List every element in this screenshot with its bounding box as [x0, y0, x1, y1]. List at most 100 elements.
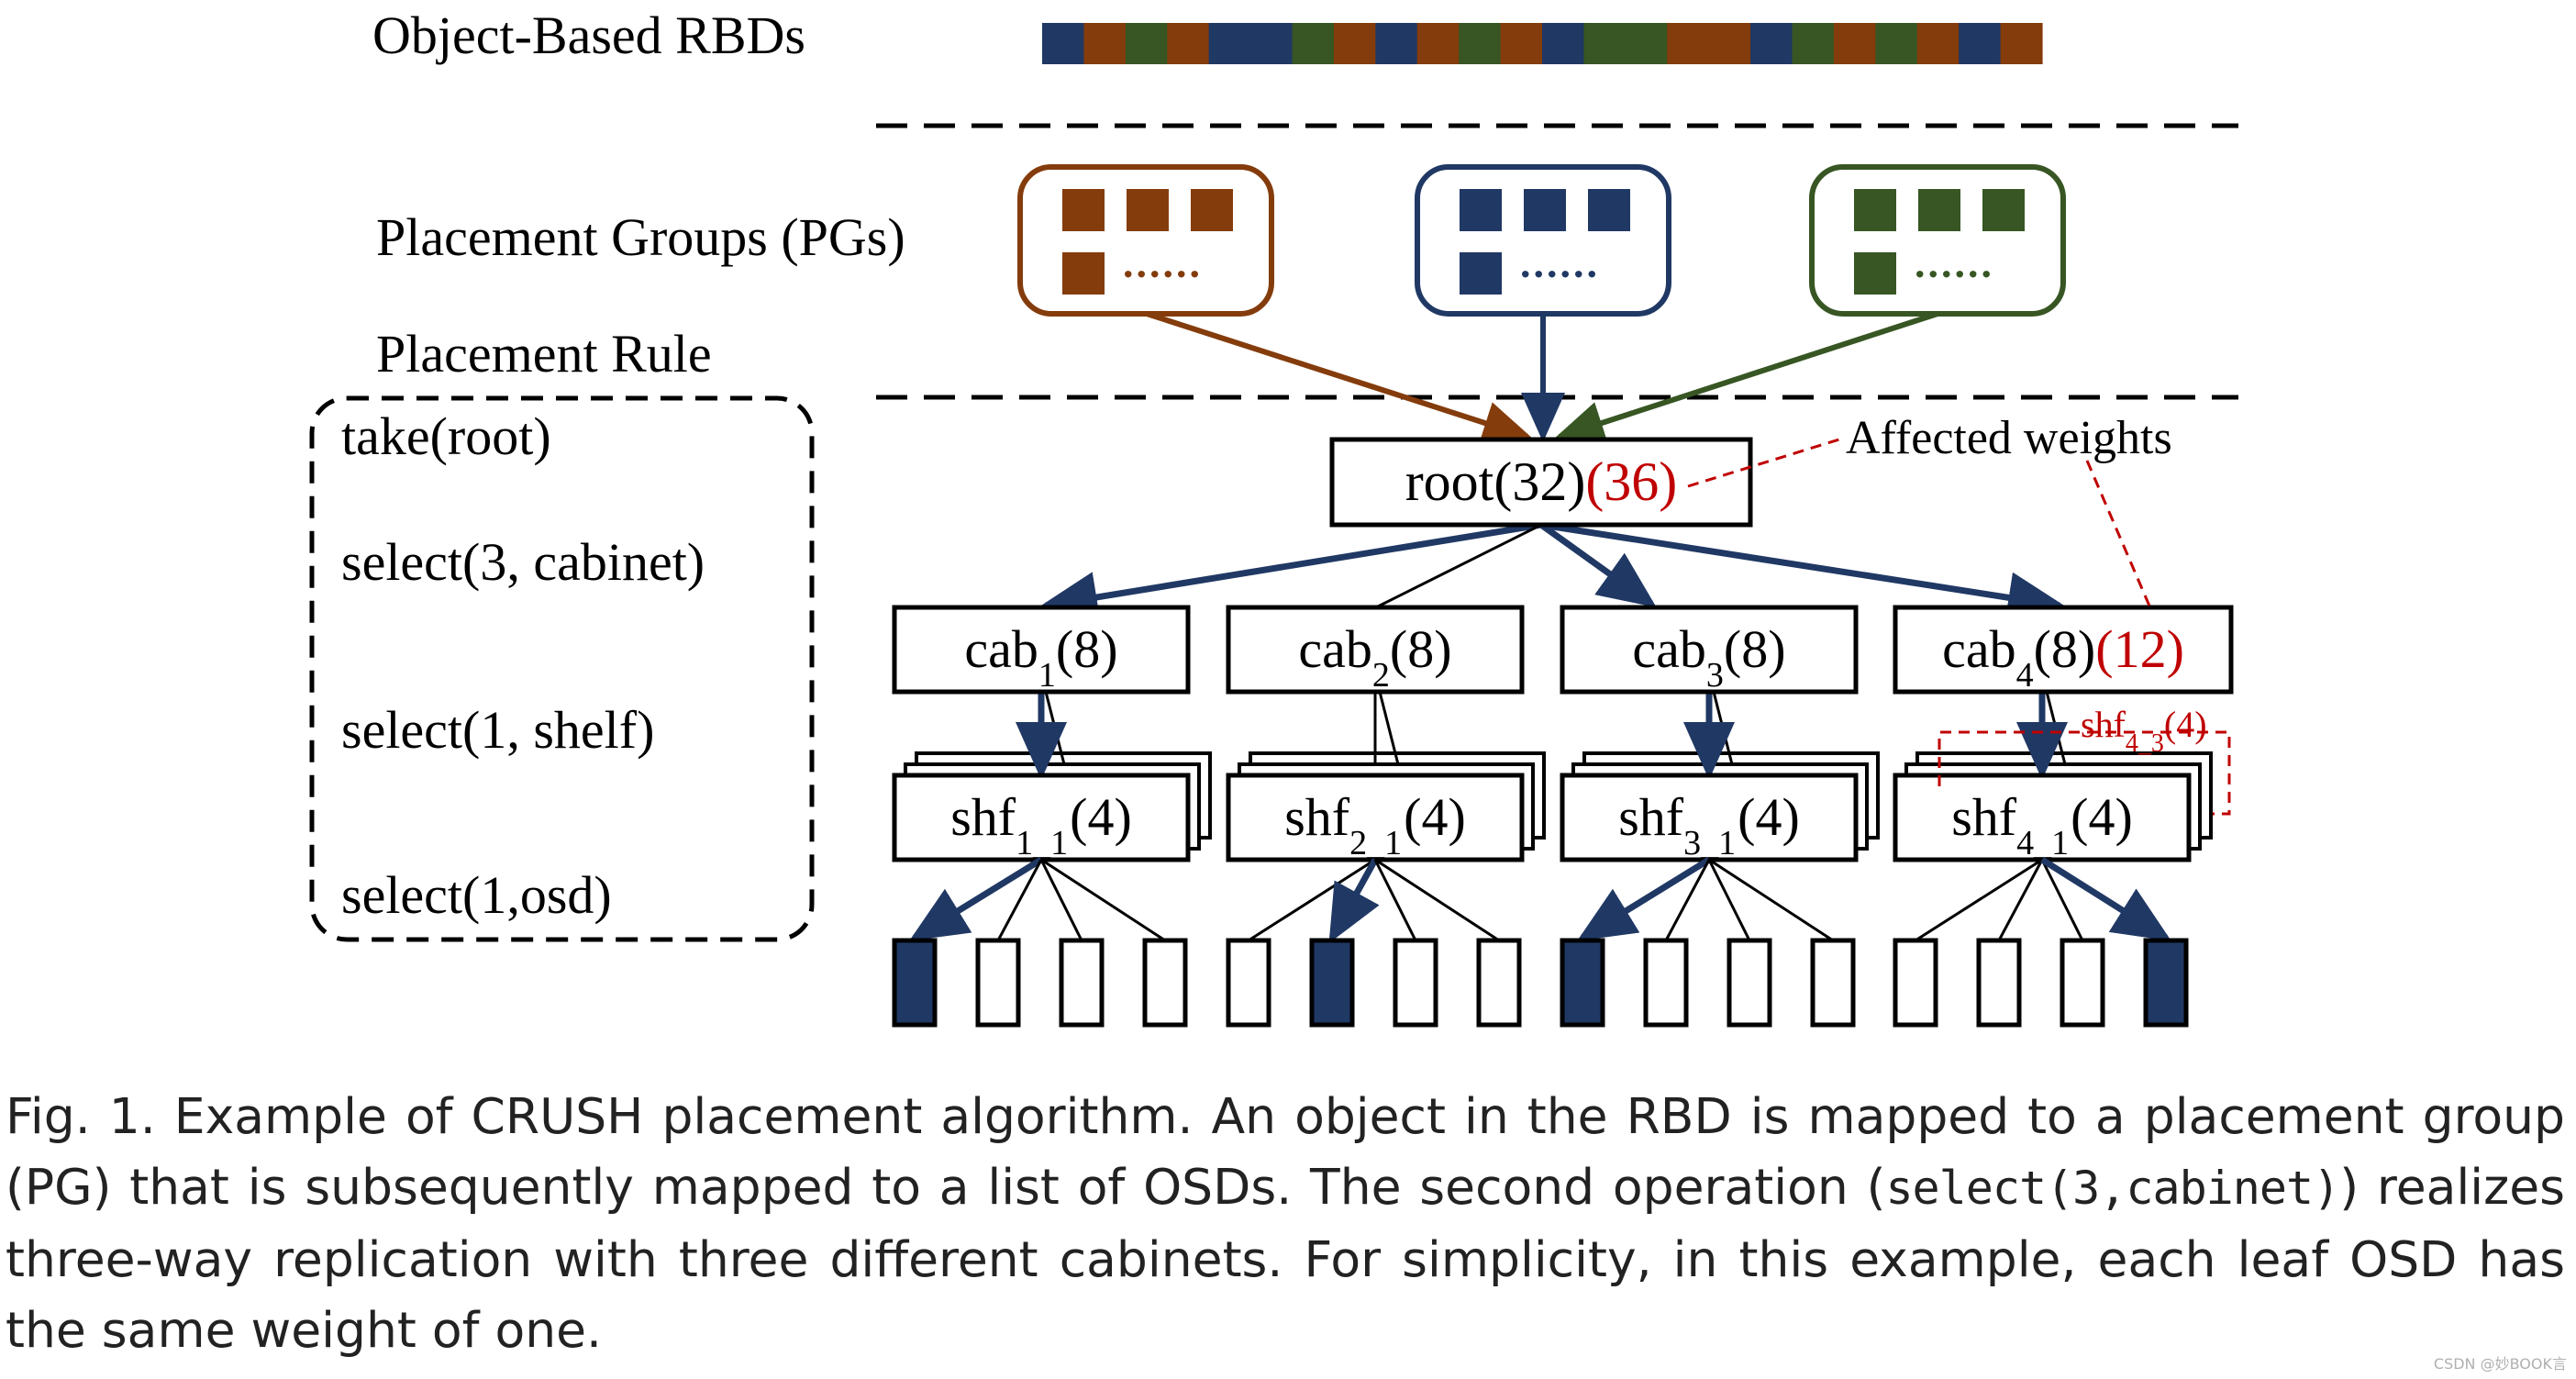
rbd-object [1333, 23, 1376, 64]
pg-to-root-arrow [1554, 311, 1938, 444]
rbd-object-strip [1042, 23, 2043, 64]
shelf-box [892, 773, 1191, 862]
shelf-weight: (4) [1070, 787, 1132, 847]
shelf-index: 1_1 [1016, 824, 1068, 862]
shelf-name: shf [1618, 787, 1684, 847]
shelf-to-osd-arrow [909, 857, 1043, 941]
cabinet-4: cab4(8)(12) shf 4_1 (4) [1893, 605, 2234, 1028]
osd [1059, 938, 1105, 1028]
new-shelf-weight: (4) [2164, 704, 2207, 745]
cabinet-name: cab [1298, 619, 1372, 679]
root-node-label: root(32)(36) [1405, 451, 1678, 512]
osd [2060, 938, 2105, 1028]
pg-navy: ...... [1415, 164, 1671, 317]
shelf-weight: (4) [1738, 787, 1800, 847]
cabinet-name: cab [1632, 619, 1706, 679]
root-node-box [1329, 437, 1753, 528]
osd-selected [892, 938, 938, 1028]
rbd-object [1583, 23, 1627, 64]
crush-diagram: Object-Based RBDs Placement Groups (PGs)… [309, 6, 2238, 1028]
rbd-object [1208, 23, 1251, 64]
root-affected-weight: (36) [1585, 451, 1677, 512]
root-to-cab-arrow [1039, 521, 1542, 623]
cabinet-box [892, 605, 1191, 695]
rbd-object [1167, 23, 1210, 64]
shelf-label: shf1_1(4) [950, 787, 1132, 862]
new-shelf-index: 4_3 [2126, 729, 2164, 758]
pg-object [1588, 189, 1630, 231]
pg-green: ...... [1809, 164, 2066, 317]
cabinet-affected-weight: (12) [2095, 619, 2184, 679]
rbd-label: Object-Based RBDs [372, 6, 805, 65]
placement-groups: .................. [1017, 164, 2066, 317]
shelf-to-osd-edge [1707, 859, 1751, 941]
rbd-object [2000, 23, 2043, 64]
rbd-object [1750, 23, 1793, 64]
shelf-to-osd-edge [1664, 859, 1711, 941]
cabinet-box [1226, 605, 1525, 695]
cabinet-name: cab [1942, 619, 2016, 679]
shelf-name: shf [1284, 787, 1350, 847]
caption-code: select(3,cabinet) [1885, 1162, 2340, 1215]
cabinet-index: 2 [1372, 656, 1390, 695]
shelf-to-osd-edge [996, 859, 1043, 941]
root-weight: root(32) [1405, 451, 1586, 512]
cabinet-index: 1 [1038, 656, 1056, 695]
osd [1393, 938, 1438, 1028]
shelf-to-osd-edge [1373, 859, 1417, 941]
tree-edges [1039, 311, 2066, 624]
shelf-to-osd-arrow [2040, 857, 2171, 941]
shelf-to-osd-edge [1915, 858, 2043, 942]
rbd-object [1625, 23, 1668, 64]
pg-to-root-arrow [1146, 311, 1533, 445]
shelf-index: 4_1 [2016, 824, 2069, 862]
shelf-index: 2_1 [1349, 824, 1402, 862]
shelf-name: shf [950, 787, 1016, 847]
shelf-weight: (4) [1404, 787, 1466, 847]
tree-nodes: cab1(8)shf1_1(4)cab2(8)shf2_1(4)cab3(8)s… [892, 605, 2234, 1028]
affected-leader-cab4 [2085, 460, 2153, 611]
pg-object [1854, 252, 1896, 295]
shelf-to-osd-arrow [1577, 857, 1711, 941]
pg-object [1191, 189, 1233, 231]
rbd-object [1375, 23, 1418, 64]
shelf-box [1560, 773, 1859, 862]
pg-ellipsis: ...... [1915, 239, 1994, 286]
shelf-box [1226, 773, 1525, 862]
osd [1226, 938, 1271, 1028]
shelf-to-osd-edge [1997, 859, 2044, 941]
rbd-object [1667, 23, 1710, 64]
rule-step: select(3, cabinet) [341, 532, 705, 592]
cabinet-box [1893, 605, 2234, 695]
shelf-box [1893, 773, 2192, 862]
shelf-to-osd-edge [1039, 859, 1083, 941]
rbd-object [1542, 23, 1585, 64]
pg-ellipsis: ...... [1123, 239, 1203, 286]
shelf-to-osd-edge [2040, 859, 2084, 941]
root-to-cab-arrow [1538, 522, 1657, 608]
shelf-to-osd-edge [1708, 858, 1834, 942]
new-shelf-label: shf4_3(4) [2081, 704, 2207, 758]
cabinet-index: 4 [2016, 656, 2034, 695]
pg-label: Placement Groups (PGs) [376, 207, 905, 267]
shelf-to-osd-arrow [1328, 858, 1380, 944]
caption-text-2: ) realizes three-way replication with th… [6, 1158, 2565, 1359]
osd-selected [2143, 938, 2189, 1028]
root-to-cab-edge [1375, 523, 1542, 609]
rbd-object [1708, 23, 1751, 64]
rbd-object [1250, 23, 1294, 64]
cabinet-weight: (8) [1724, 619, 1786, 679]
new-shelf-dashed-outline [1938, 730, 2231, 816]
cabinet-weight: (8) [2034, 619, 2096, 679]
rbd-object [1500, 23, 1543, 64]
rbd-object [1459, 23, 1502, 64]
shelf-to-osd-edge [1040, 858, 1166, 942]
cabinet-2: cab2(8)shf2_1(4) [1226, 605, 1546, 1028]
figure-caption: Fig. 1. Example of CRUSH placement algor… [6, 1081, 2565, 1365]
rbd-object [1042, 23, 1085, 64]
pg-object [1460, 189, 1502, 231]
new-shelf-name: shf [2081, 704, 2126, 745]
pg-object [1460, 252, 1502, 295]
pg-object [1982, 189, 2025, 231]
osd [1142, 938, 1188, 1028]
